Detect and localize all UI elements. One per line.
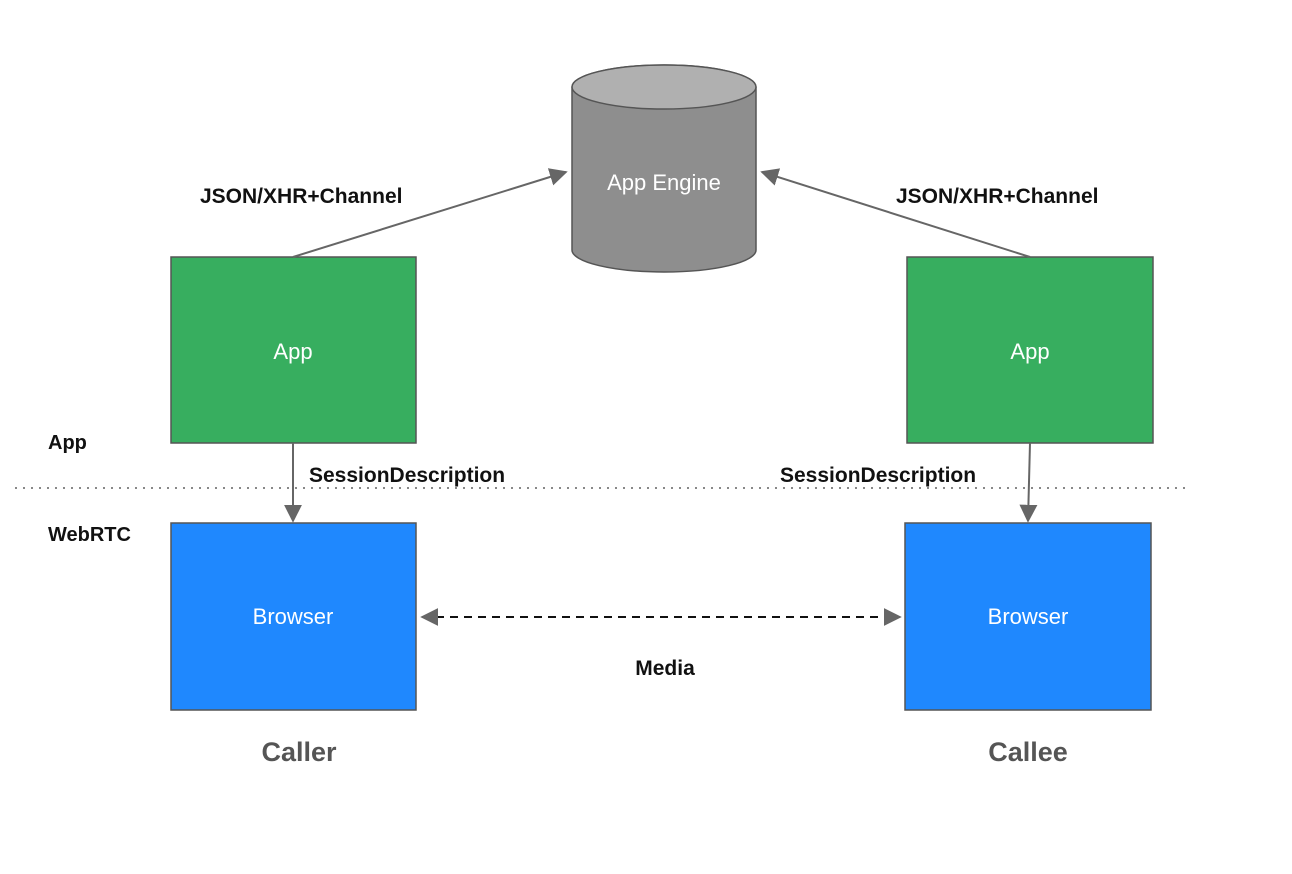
cylinder-top — [571, 64, 757, 110]
caller-browser-box: Browser — [170, 522, 417, 711]
callee-channel-arrow — [760, 168, 1031, 258]
caller-app-box: App — [170, 256, 417, 444]
app-engine-label: App Engine — [607, 170, 721, 195]
caller-browser-rect — [170, 522, 417, 711]
callee-channel-label: JSON/XHR+Channel — [896, 185, 1098, 208]
callee-app-label: App — [1010, 339, 1049, 364]
caller-channel-arrow — [292, 168, 568, 258]
caller-app-rect — [170, 256, 417, 444]
callee-session-label: SessionDescription — [780, 464, 976, 487]
caller-app-label: App — [273, 339, 312, 364]
caller-label: Caller — [261, 737, 337, 767]
layer-app-label: App — [48, 432, 87, 454]
app-engine-cylinder: App Engine — [571, 64, 757, 273]
caller-channel-label: JSON/XHR+Channel — [200, 185, 402, 208]
media-label: Media — [635, 657, 695, 680]
caller-browser-label: Browser — [253, 604, 334, 629]
layer-webrtc-label: WebRTC — [48, 524, 131, 546]
callee-label: Callee — [988, 737, 1068, 767]
callee-app-box: App — [906, 256, 1154, 444]
callee-session-arrow — [1019, 442, 1038, 523]
callee-browser-rect — [904, 522, 1152, 711]
callee-browser-label: Browser — [988, 604, 1069, 629]
callee-browser-box: Browser — [904, 522, 1152, 711]
caller-session-label: SessionDescription — [309, 464, 505, 487]
